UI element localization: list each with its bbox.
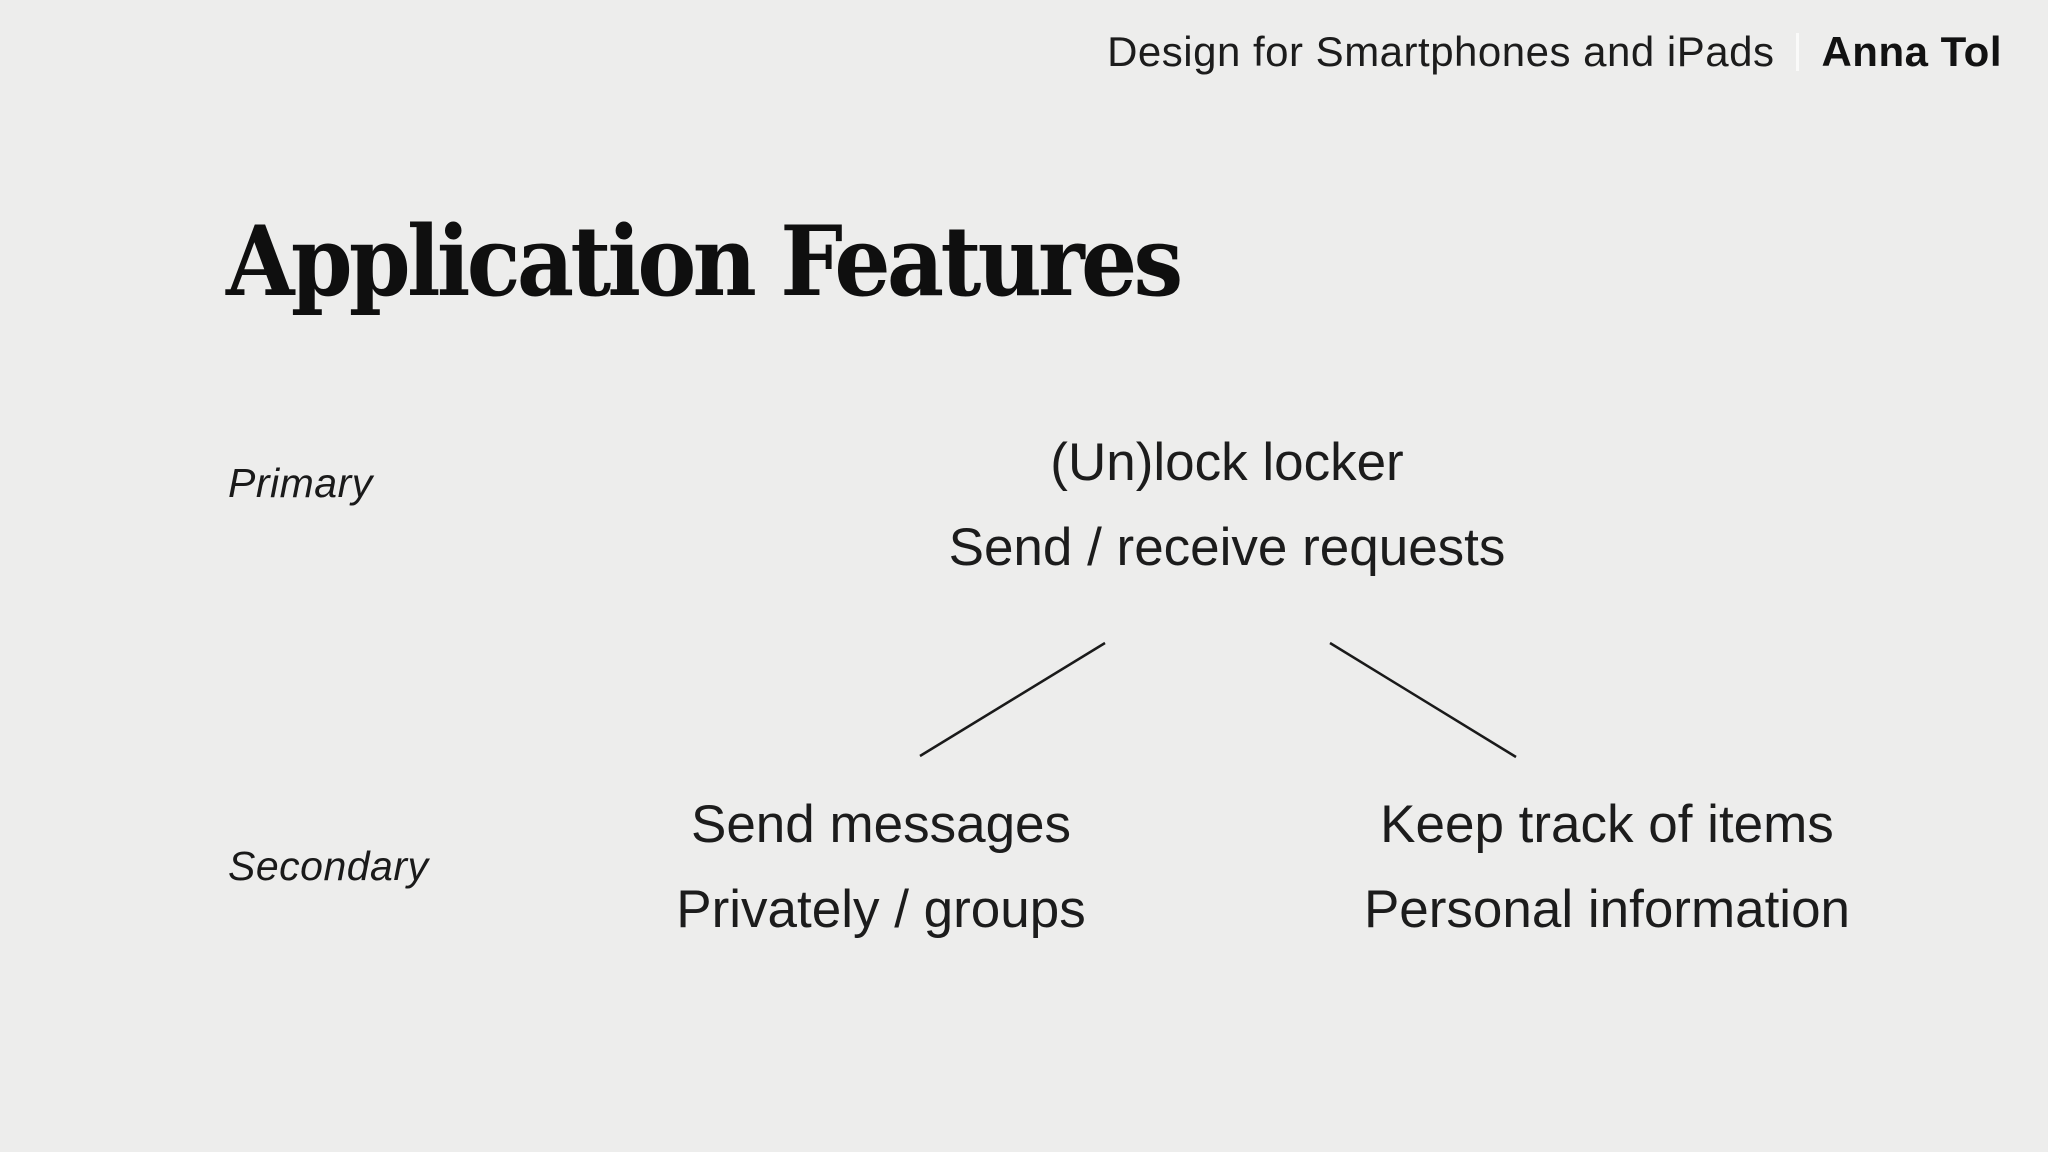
secondary-row-label: Secondary [228,843,429,889]
primary-feature-line: (Un)lock locker [1050,433,1404,492]
primary-feature-line: Send / receive requests [948,518,1506,577]
primary-row-label: Primary [228,460,373,506]
connector-line-right [1329,641,1517,759]
author-name: Anna Tol [1821,28,2002,75]
primary-feature-block: (Un)lock locker Send / receive requests [877,420,1577,590]
secondary-feature-line: Privately / groups [676,880,1086,939]
header-divider [1796,33,1800,71]
secondary-feature-line: Personal information [1363,880,1851,939]
secondary-feature-block-left: Send messages Privately / groups [531,782,1231,952]
secondary-feature-block-right: Keep track of items Personal information [1257,782,1957,952]
course-title: Design for Smartphones and iPads [1107,28,1775,75]
secondary-feature-line: Keep track of items [1380,795,1834,854]
connector-line-left [919,641,1106,758]
slide-header: Design for Smartphones and iPads Anna To… [1107,24,2002,80]
page-title: Application Features [226,205,1183,318]
secondary-feature-line: Send messages [690,795,1072,854]
